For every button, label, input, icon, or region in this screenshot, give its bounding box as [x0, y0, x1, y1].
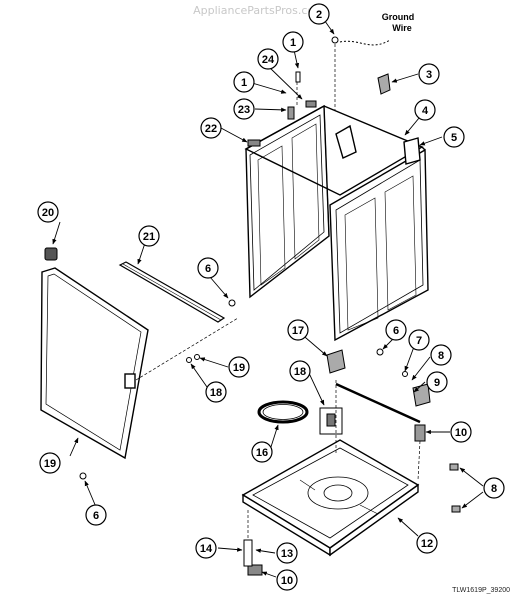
callout-10-bottom: 10: [276, 569, 298, 591]
svg-text:6: 6: [205, 263, 211, 275]
callout-4: 4: [414, 99, 436, 121]
drawing-code: TLW1619P_39200: [452, 587, 510, 594]
svg-text:10: 10: [281, 575, 293, 587]
cabinet: [244, 104, 429, 342]
callout-3: 3: [418, 63, 440, 85]
svg-text:12: 12: [421, 538, 433, 550]
svg-text:16: 16: [256, 447, 268, 459]
callout-1-top: 1: [282, 31, 304, 53]
callout-9: 9: [426, 371, 448, 393]
svg-text:7: 7: [416, 335, 422, 347]
front-panel: [40, 267, 149, 460]
drive-belt: [257, 400, 309, 424]
ground-wire-label-2: Wire: [392, 23, 411, 33]
callout-21: 21: [138, 225, 160, 247]
svg-text:10: 10: [455, 427, 467, 439]
small-parts: [44, 36, 461, 576]
ground-wire-label-1: Ground: [382, 12, 415, 22]
svg-text:8: 8: [438, 350, 444, 362]
callout-7: 7: [408, 329, 430, 351]
callout-20: 20: [37, 201, 59, 223]
svg-text:17: 17: [292, 325, 304, 337]
callout-15: 17: [287, 319, 309, 341]
svg-text:3: 3: [426, 69, 432, 81]
svg-text:4: 4: [422, 105, 429, 117]
callout-10-right: 10: [450, 421, 472, 443]
svg-text:2: 2: [316, 9, 322, 21]
svg-text:13: 13: [281, 548, 293, 560]
callout-1-mid: 1: [233, 71, 255, 93]
svg-text:23: 23: [238, 104, 250, 116]
svg-text:22: 22: [205, 123, 217, 135]
callout-6-bar: 6: [197, 257, 219, 279]
svg-text:18: 18: [294, 366, 306, 378]
svg-text:1: 1: [241, 77, 247, 89]
support-bar: [118, 261, 226, 323]
svg-text:18: 18: [210, 387, 222, 399]
svg-text:1: 1: [290, 37, 296, 49]
svg-text:8: 8: [491, 483, 497, 495]
svg-text:21: 21: [143, 231, 155, 243]
callout-11: 12: [416, 532, 438, 554]
callout-12: 13: [276, 542, 298, 564]
svg-text:6: 6: [93, 510, 99, 522]
callout-24: 24: [257, 48, 279, 70]
ground-wire: [339, 39, 391, 46]
callout-6-bottom: 6: [85, 504, 107, 526]
callouts: 2 1 24 1 23 22 3 4 5 20 21 6 17 6 7 8 9 …: [37, 3, 505, 591]
svg-text:14: 14: [200, 543, 213, 555]
callout-22: 22: [200, 117, 222, 139]
callout-8-bottom: 8: [483, 477, 505, 499]
reference-lines: [135, 44, 421, 540]
callout-5: 5: [443, 126, 465, 148]
callout-23: 23: [233, 98, 255, 120]
callout-16: 18: [289, 360, 311, 382]
callout-2: 2: [308, 3, 330, 25]
callout-8-top: 8: [430, 344, 452, 366]
base: [241, 439, 420, 557]
svg-text:19: 19: [44, 458, 56, 470]
svg-text:5: 5: [451, 132, 457, 144]
callout-19: 19: [39, 452, 61, 474]
svg-text:9: 9: [434, 377, 440, 389]
callout-17: 19: [228, 356, 250, 378]
svg-text:19: 19: [233, 362, 245, 374]
watermark: AppliancePartsPros.com: [193, 4, 325, 17]
callout-18: 18: [205, 381, 227, 403]
svg-text:20: 20: [42, 207, 54, 219]
callout-6-right: 6: [385, 319, 407, 341]
svg-text:6: 6: [393, 325, 399, 337]
svg-text:24: 24: [262, 54, 275, 66]
callout-14: 16: [251, 441, 273, 463]
callout-13: 14: [195, 537, 217, 559]
